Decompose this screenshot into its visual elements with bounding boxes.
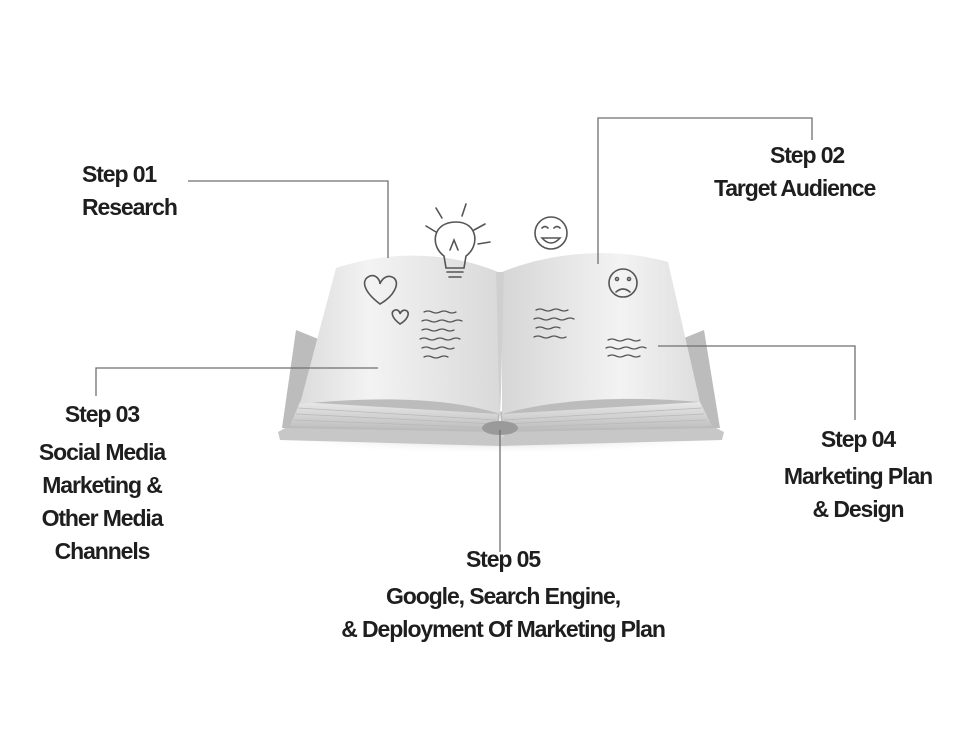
step-01-label: Step 01 Research bbox=[82, 158, 178, 224]
step-04-desc-line: & Design bbox=[812, 496, 905, 522]
step-05-title: Step 05 bbox=[465, 546, 541, 572]
smiley-face-icon bbox=[534, 216, 568, 250]
step-03-label: Step 03 Social Media Marketing & Other M… bbox=[38, 398, 166, 568]
lightbulb-icon bbox=[425, 203, 491, 278]
connector-step-04 bbox=[658, 345, 856, 420]
heart-icon bbox=[363, 274, 398, 305]
step-03-desc-line: Marketing & bbox=[42, 472, 163, 498]
step-05-desc-line: Google, Search Engine, bbox=[386, 583, 621, 609]
connector-step-03 bbox=[95, 367, 378, 396]
connector-step-02 bbox=[597, 117, 813, 264]
step-02-title: Step 02 bbox=[770, 142, 845, 168]
step-04-title: Step 04 bbox=[820, 426, 896, 452]
step-01-title: Step 01 bbox=[82, 161, 157, 187]
step-05-label: Step 05 Google, Search Engine, & Deploym… bbox=[341, 543, 666, 646]
step-03-desc-line: Channels bbox=[54, 538, 151, 564]
step-03-title: Step 03 bbox=[64, 401, 140, 427]
sad-face-icon bbox=[608, 268, 638, 298]
step-04-desc-line: Marketing Plan bbox=[783, 463, 933, 489]
step-03-desc-line: Social Media bbox=[38, 439, 166, 465]
small-heart-icon bbox=[391, 309, 409, 325]
step-05-desc-line: & Deployment Of Marketing Plan bbox=[341, 616, 666, 642]
step-02-label: Step 02 Target Audience bbox=[714, 139, 876, 205]
open-book-icon bbox=[250, 253, 750, 454]
scribble-lines-icon bbox=[419, 308, 647, 359]
step-04-label: Step 04 Marketing Plan & Design bbox=[783, 423, 933, 526]
step-02-desc-line: Target Audience bbox=[714, 175, 876, 201]
step-03-desc-line: Other Media bbox=[41, 505, 164, 531]
connector-step-01 bbox=[188, 180, 389, 258]
step-01-desc-line: Research bbox=[82, 194, 178, 220]
